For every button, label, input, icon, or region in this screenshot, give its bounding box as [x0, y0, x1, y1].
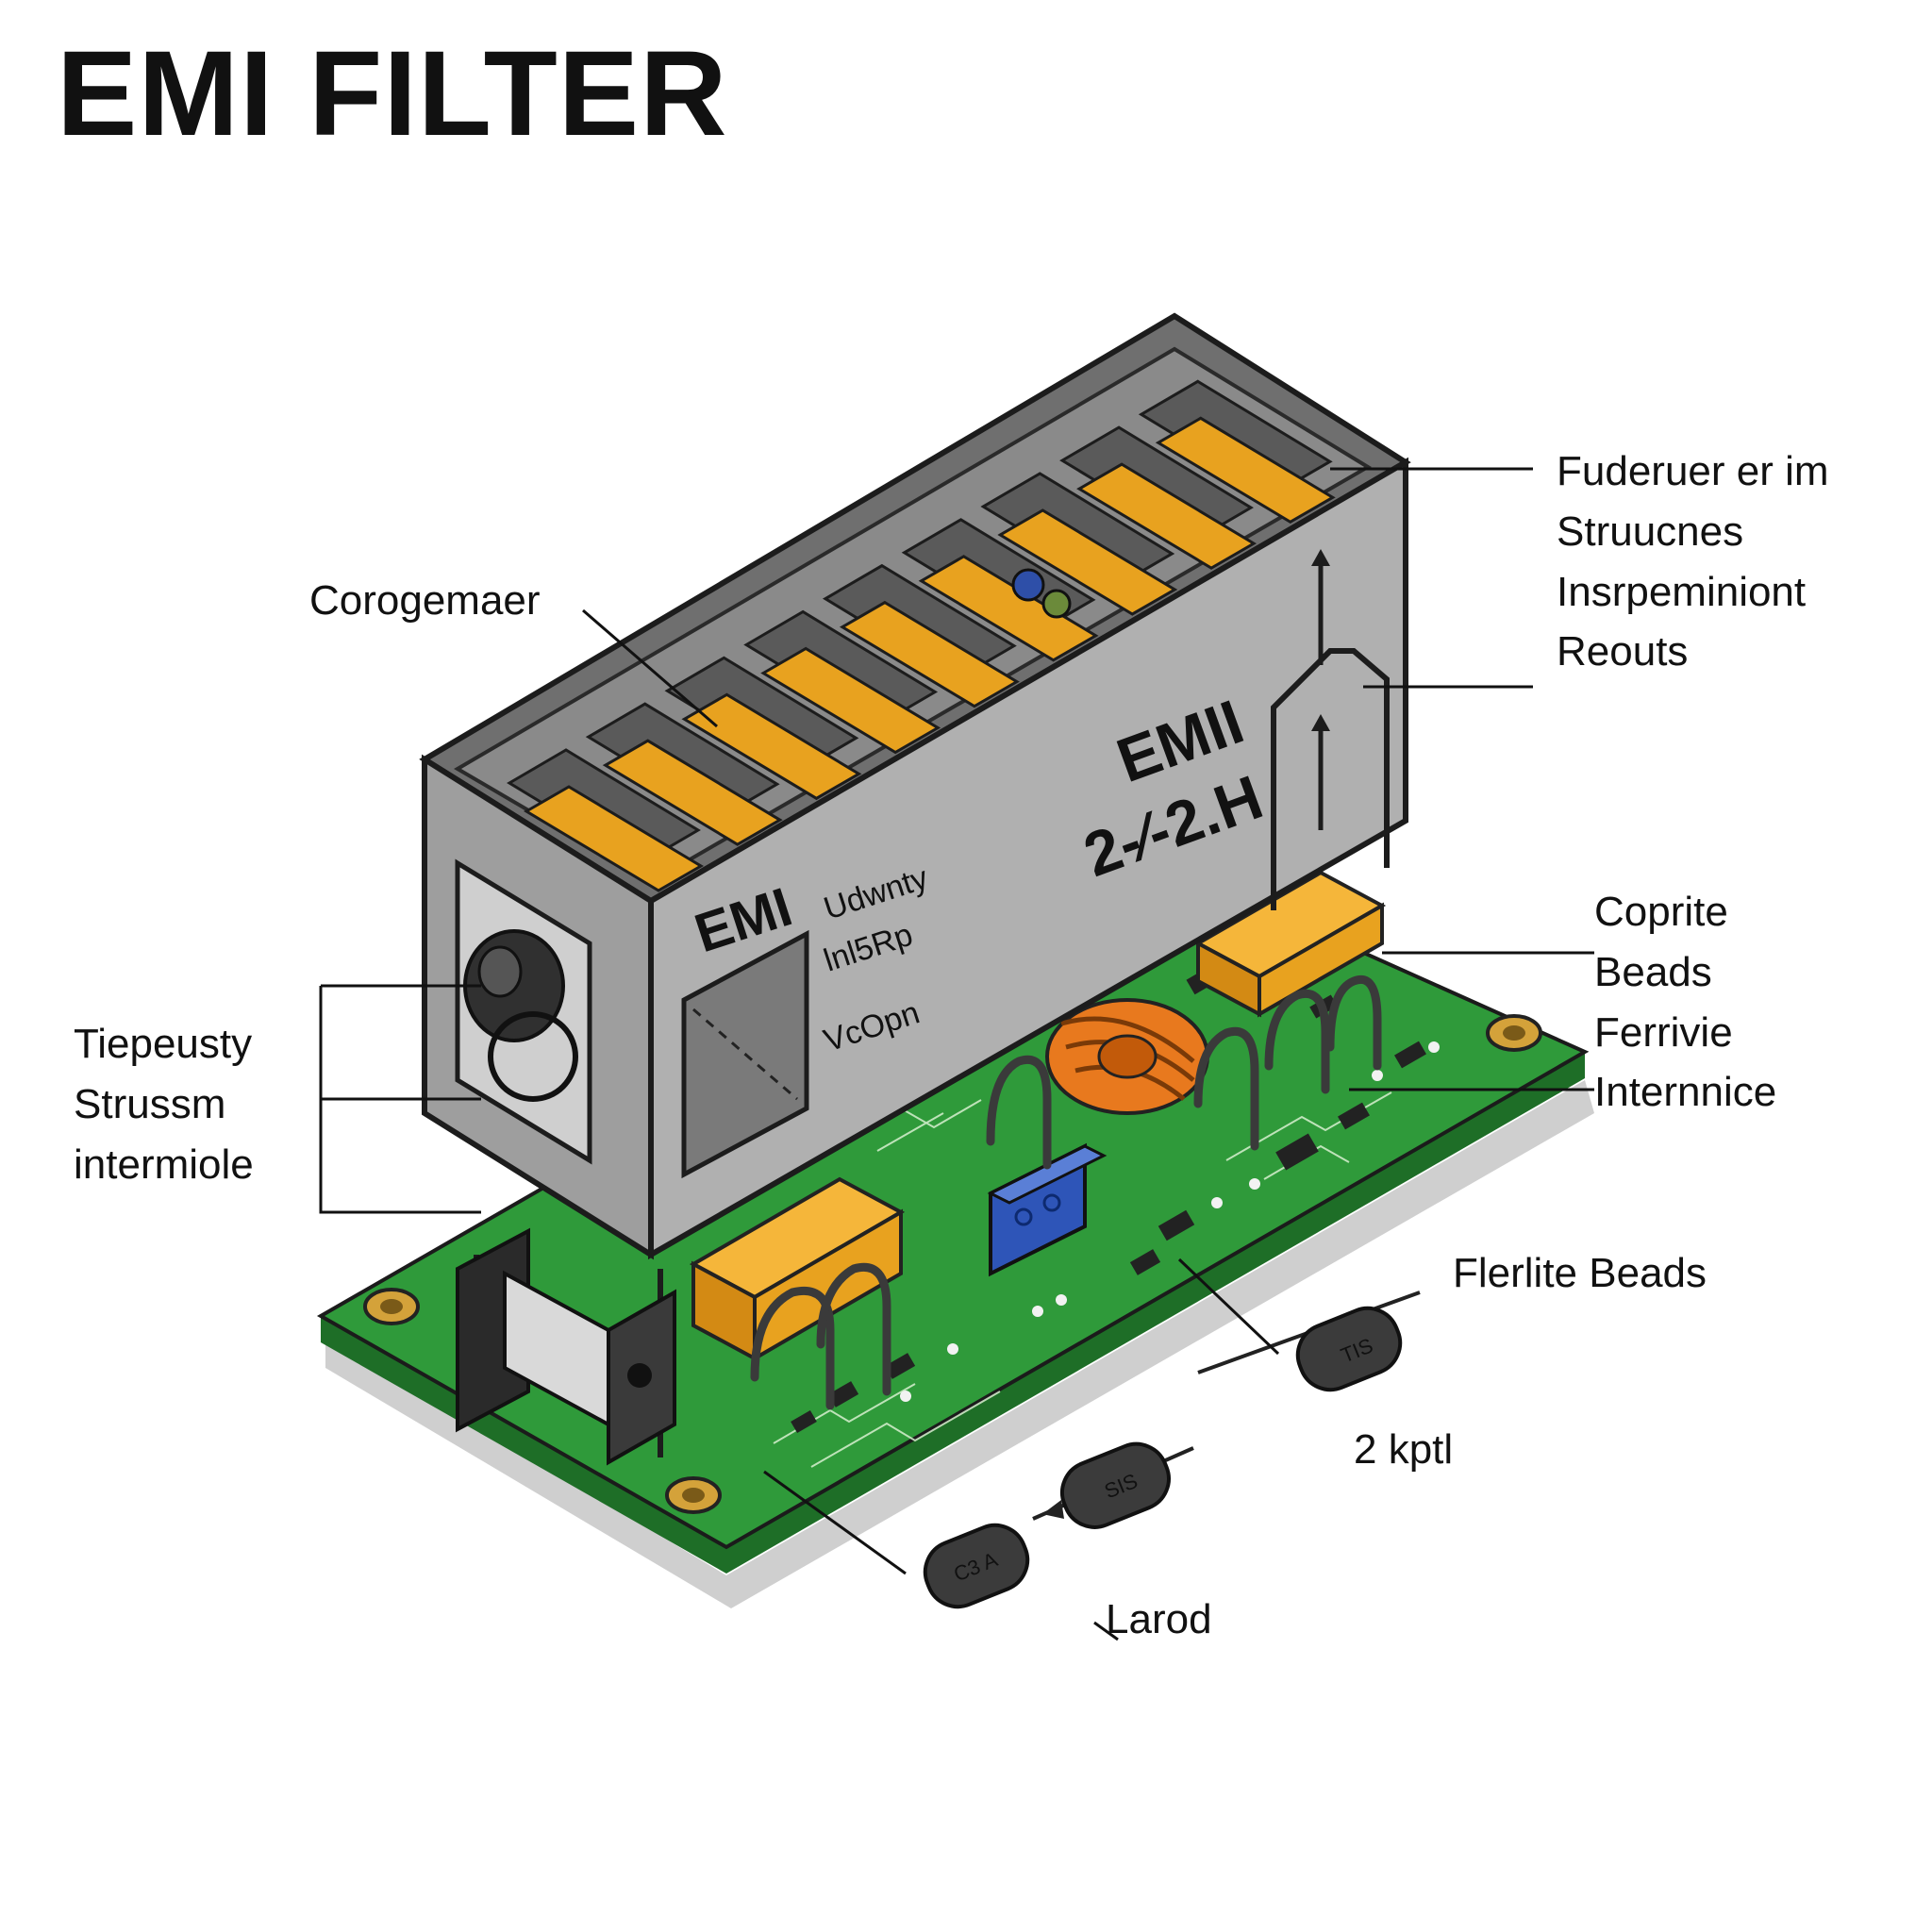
cooling-fin — [664, 656, 862, 801]
label-line: Beads — [1594, 948, 1712, 995]
pcb-front-edge — [321, 1316, 726, 1574]
x-capacitor — [987, 1142, 1108, 1277]
terminal-block — [456, 1227, 676, 1466]
up-arrow-head — [1311, 549, 1330, 566]
up-arrow-head — [1311, 714, 1330, 731]
label-left: Tiepeusty Strussm intermiole — [74, 1014, 254, 1194]
leader-corogemaer — [582, 608, 718, 728]
label-line: Ferrivie — [1594, 1008, 1733, 1056]
leader-larod — [1093, 1621, 1119, 1641]
cooling-fin — [980, 472, 1178, 616]
label-line: Coprite — [1594, 889, 1728, 935]
ferrite-bead: SIS — [1059, 1441, 1171, 1529]
mounting-hole-center — [380, 1299, 403, 1314]
smd-pads — [900, 1041, 1440, 1402]
label-line: Tiepeusty — [74, 1021, 253, 1067]
cooling-fin — [585, 702, 783, 846]
panel-diagonal — [692, 1008, 798, 1101]
label-line: Insrpeminiont — [1557, 568, 1807, 615]
ferrite-bead: C3 A — [923, 1523, 1030, 1609]
page-title: EMI FILTER — [57, 26, 728, 161]
label-line: Strussm — [74, 1080, 226, 1127]
vent-bracket — [1271, 648, 1390, 910]
toroid-core-hole — [477, 945, 523, 998]
label-corogemaer: Corogemaer — [309, 577, 541, 624]
smd-components — [791, 965, 1426, 1434]
common-mode-coil — [1045, 998, 1209, 1115]
filter-housing: EMI EMII 2-⁄-2.H Udwnty lnl5Rp VcOpn — [419, 312, 1411, 1457]
cooling-fin — [1138, 379, 1336, 525]
mounting-hole-center — [682, 1488, 705, 1503]
label-kptl: 2 kptl — [1354, 1426, 1454, 1473]
indicator-dot-green — [1041, 589, 1072, 619]
cooling-fin — [1059, 425, 1257, 570]
cooling-fin — [822, 563, 1020, 708]
leader-ferrite-beads — [1177, 1257, 1280, 1356]
label-line: Fuderuer er im — [1557, 448, 1829, 494]
leader-bead-to-board — [763, 1470, 907, 1575]
cooling-fin — [743, 609, 941, 755]
toroid-ring-icon — [488, 1011, 578, 1102]
mounting-hole-center — [1503, 1025, 1525, 1041]
label-line: Internnice — [1594, 1069, 1777, 1116]
leader-left — [319, 984, 481, 1214]
pcb-side-edge — [726, 1052, 1585, 1574]
label-mid-right: Coprite Beads Ferrivie Internnice — [1594, 882, 1776, 1123]
ferrite-beads-detached: TIS SIS C3 A — [923, 1291, 1421, 1609]
cooling-fins — [507, 379, 1336, 892]
component-leads — [750, 975, 1382, 1410]
leader-lines — [319, 467, 1594, 1641]
label-line: Struucnes — [1557, 508, 1744, 555]
label-line: Reouts — [1557, 628, 1689, 675]
cooling-fin — [507, 748, 704, 892]
arrow-head — [1042, 1500, 1064, 1519]
label-larod: Larod — [1106, 1596, 1212, 1642]
label-top-right: Fuderuer er im Struucnes Insrpeminiont R… — [1557, 441, 1829, 682]
ferrite-bead: TIS — [1295, 1306, 1403, 1392]
housing-side-face — [648, 457, 1408, 1260]
indicator-dot-blue — [1011, 568, 1045, 602]
label-ferrite-beads: Flerlite Beads — [1453, 1250, 1707, 1296]
label-line: intermiole — [74, 1141, 254, 1188]
